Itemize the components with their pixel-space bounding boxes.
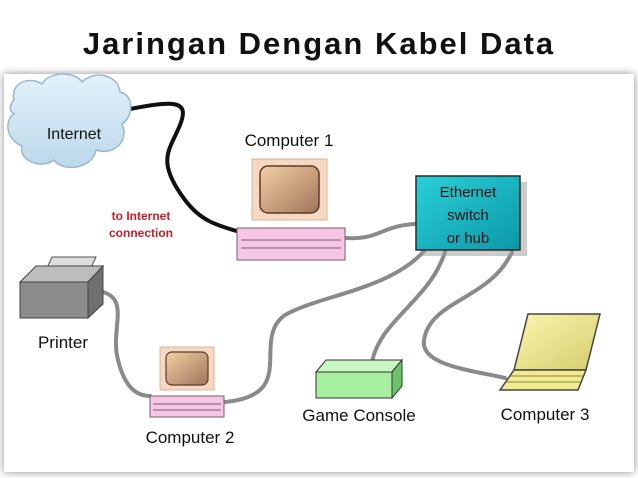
computer-2-label: Computer 2 <box>146 428 235 447</box>
game-console: Game Console <box>302 358 416 425</box>
annotation-line1: to Internet <box>112 209 171 223</box>
switch-label-line3: or hub <box>447 230 490 247</box>
computer-2-screen <box>165 351 209 386</box>
computer-2-base <box>149 395 225 418</box>
game-console-label: Game Console <box>302 406 415 425</box>
computer-3-label: Computer 3 <box>501 405 590 424</box>
switch-label-line2: switch <box>447 207 489 224</box>
cable-printer-computer2 <box>101 290 152 398</box>
cable-switch-computer3 <box>421 250 514 380</box>
computer-1-screen <box>259 165 320 214</box>
computer-3: Computer 3 <box>498 313 601 424</box>
ethernet-switch: Ethernet switch or hub <box>415 175 527 256</box>
annotation-line2: connection <box>109 226 173 240</box>
switch-label-line1: Ethernet <box>440 184 498 201</box>
printer-label: Printer <box>38 333 88 352</box>
internet-label: Internet <box>47 126 102 143</box>
computer-1-label: Computer 1 <box>245 131 334 150</box>
cable-switch-computer2 <box>223 248 427 404</box>
laptop-screen <box>513 313 601 371</box>
printer: Printer <box>18 256 105 352</box>
cables <box>101 222 514 404</box>
cable-switch-console <box>370 250 447 364</box>
computer-2: Computer 2 <box>146 346 235 447</box>
computer-1-base <box>236 227 346 261</box>
page-title: Jaringan Dengan Kabel Data <box>82 26 556 61</box>
computer-1: Computer 1 <box>236 131 346 261</box>
cable-internet-computer1 <box>123 101 242 234</box>
laptop-keyboard <box>498 369 588 391</box>
internet-cloud: Internet <box>7 73 132 169</box>
cable-computer1-switch <box>344 222 417 241</box>
